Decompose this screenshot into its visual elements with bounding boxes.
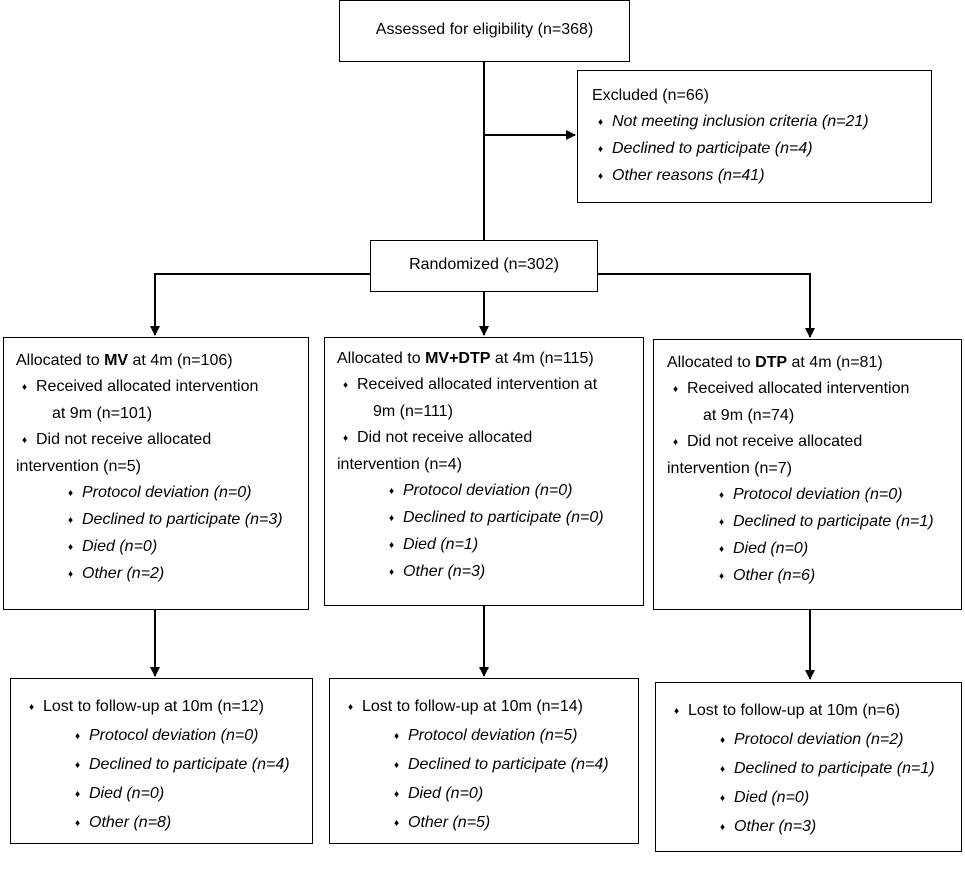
diamond-bullet-icon: ♦	[673, 437, 679, 448]
followup-box-dtp: ♦Lost to follow-up at 10m (n=6) ♦Protoco…	[655, 682, 962, 852]
arm-not-received-cont: intervention (n=7)	[667, 460, 792, 477]
followup-lost: ♦Lost to follow-up at 10m (n=14)	[342, 693, 638, 722]
assessed-text: Assessed for eligibility (n=368)	[375, 21, 594, 38]
arm-received: ♦Received allocated intervention at	[337, 372, 643, 399]
randomized-text: Randomized (n=302)	[409, 256, 559, 273]
diamond-bullet-icon: ♦	[598, 117, 604, 128]
arm-reason: ♦Declined to participate (n=3)	[16, 507, 308, 534]
arm-received-cont: at 9m (n=74)	[703, 407, 795, 424]
arm-allocation-title: Allocated to MV at 4m (n=106)	[16, 352, 233, 369]
excluded-title: Excluded (n=66)	[592, 87, 709, 104]
followup-lost: ♦Lost to follow-up at 10m (n=6)	[668, 697, 961, 726]
diamond-bullet-icon: ♦	[673, 384, 679, 395]
diamond-bullet-icon: ♦	[720, 735, 726, 746]
followup-reason: ♦Protocol deviation (n=5)	[342, 722, 638, 751]
diamond-bullet-icon: ♦	[75, 818, 81, 829]
arm-reason: ♦Died (n=0)	[16, 534, 308, 561]
excluded-item: ♦Declined to participate (n=4)	[592, 136, 931, 163]
arm-box-mvdtp: Allocated to MV+DTP at 4m (n=115) ♦Recei…	[324, 337, 644, 606]
diamond-bullet-icon: ♦	[75, 760, 81, 771]
followup-reason: ♦Protocol deviation (n=2)	[668, 726, 961, 755]
arm-received-cont: at 9m (n=101)	[52, 405, 153, 422]
arm-reason: ♦Other (n=3)	[337, 559, 643, 586]
arm-reason: ♦Declined to participate (n=0)	[337, 505, 643, 532]
diamond-bullet-icon: ♦	[348, 702, 354, 713]
diamond-bullet-icon: ♦	[720, 764, 726, 775]
diamond-bullet-icon: ♦	[394, 818, 400, 829]
diamond-bullet-icon: ♦	[22, 382, 28, 393]
arm-allocation-title: Allocated to MV+DTP at 4m (n=115)	[337, 350, 594, 367]
followup-reason: ♦Declined to participate (n=4)	[23, 751, 312, 780]
arm-not-received: ♦Did not receive allocated	[16, 427, 308, 454]
arm-not-received-cont: intervention (n=4)	[337, 456, 462, 473]
diamond-bullet-icon: ♦	[394, 731, 400, 742]
followup-reason: ♦Other (n=5)	[342, 809, 638, 838]
diamond-bullet-icon: ♦	[343, 380, 349, 391]
arm-reason: ♦Died (n=1)	[337, 532, 643, 559]
followup-reason: ♦Declined to participate (n=4)	[342, 751, 638, 780]
diamond-bullet-icon: ♦	[719, 517, 725, 528]
diamond-bullet-icon: ♦	[719, 571, 725, 582]
connector-to-arm-mv	[150, 273, 370, 336]
diamond-bullet-icon: ♦	[389, 567, 395, 578]
diamond-bullet-icon: ♦	[389, 486, 395, 497]
diamond-bullet-icon: ♦	[22, 435, 28, 446]
arm-received: ♦Received allocated intervention	[16, 374, 308, 401]
excluded-item: ♦Not meeting inclusion criteria (n=21)	[592, 109, 931, 136]
diamond-bullet-icon: ♦	[68, 542, 74, 553]
followup-reason: ♦Other (n=8)	[23, 809, 312, 838]
diamond-bullet-icon: ♦	[343, 433, 349, 444]
excluded-box: Excluded (n=66) ♦Not meeting inclusion c…	[577, 70, 932, 203]
arm-box-mv: Allocated to MV at 4m (n=106) ♦Received …	[3, 337, 309, 610]
diamond-bullet-icon: ♦	[68, 569, 74, 580]
diamond-bullet-icon: ♦	[719, 544, 725, 555]
arm-reason: ♦Protocol deviation (n=0)	[337, 478, 643, 505]
arm-received-cont: 9m (n=111)	[373, 403, 453, 420]
diamond-bullet-icon: ♦	[394, 789, 400, 800]
diamond-bullet-icon: ♦	[720, 793, 726, 804]
arm-reason: ♦Other (n=6)	[667, 563, 961, 590]
diamond-bullet-icon: ♦	[75, 731, 81, 742]
followup-reason: ♦Protocol deviation (n=0)	[23, 722, 312, 751]
excluded-item: ♦Other reasons (n=41)	[592, 163, 931, 190]
followup-reason: ♦Died (n=0)	[23, 780, 312, 809]
followup-reason: ♦Died (n=0)	[342, 780, 638, 809]
arm-reason: ♦Other (n=2)	[16, 561, 308, 588]
arm-box-dtp: Allocated to DTP at 4m (n=81) ♦Received …	[653, 339, 962, 610]
arm-reason: ♦Died (n=0)	[667, 536, 961, 563]
randomized-box: Randomized (n=302)	[370, 240, 598, 292]
followup-box-mv: ♦Lost to follow-up at 10m (n=12) ♦Protoc…	[10, 678, 313, 844]
followup-box-mvdtp: ♦Lost to follow-up at 10m (n=14) ♦Protoc…	[329, 678, 639, 844]
diamond-bullet-icon: ♦	[68, 488, 74, 499]
diamond-bullet-icon: ♦	[389, 540, 395, 551]
diamond-bullet-icon: ♦	[394, 760, 400, 771]
connector-to-arm-dtp	[598, 273, 815, 338]
diamond-bullet-icon: ♦	[720, 822, 726, 833]
diamond-bullet-icon: ♦	[75, 789, 81, 800]
arm-received: ♦Received allocated intervention	[667, 376, 961, 403]
diamond-bullet-icon: ♦	[598, 171, 604, 182]
arm-not-received: ♦Did not receive allocated	[667, 429, 961, 456]
arm-not-received: ♦Did not receive allocated	[337, 425, 643, 452]
diamond-bullet-icon: ♦	[719, 490, 725, 501]
followup-lost: ♦Lost to follow-up at 10m (n=12)	[23, 693, 312, 722]
arm-reason: ♦Declined to participate (n=1)	[667, 509, 961, 536]
followup-reason: ♦Other (n=3)	[668, 813, 961, 842]
diamond-bullet-icon: ♦	[389, 513, 395, 524]
diamond-bullet-icon: ♦	[68, 515, 74, 526]
arm-not-received-cont: intervention (n=5)	[16, 458, 141, 475]
followup-reason: ♦Declined to participate (n=1)	[668, 755, 961, 784]
arm-reason: ♦Protocol deviation (n=0)	[667, 482, 961, 509]
diamond-bullet-icon: ♦	[674, 706, 680, 717]
followup-reason: ♦Died (n=0)	[668, 784, 961, 813]
diamond-bullet-icon: ♦	[598, 144, 604, 155]
arm-allocation-title: Allocated to DTP at 4m (n=81)	[667, 354, 883, 371]
arm-reason: ♦Protocol deviation (n=0)	[16, 480, 308, 507]
diamond-bullet-icon: ♦	[29, 702, 35, 713]
assessed-box: Assessed for eligibility (n=368)	[339, 0, 630, 62]
